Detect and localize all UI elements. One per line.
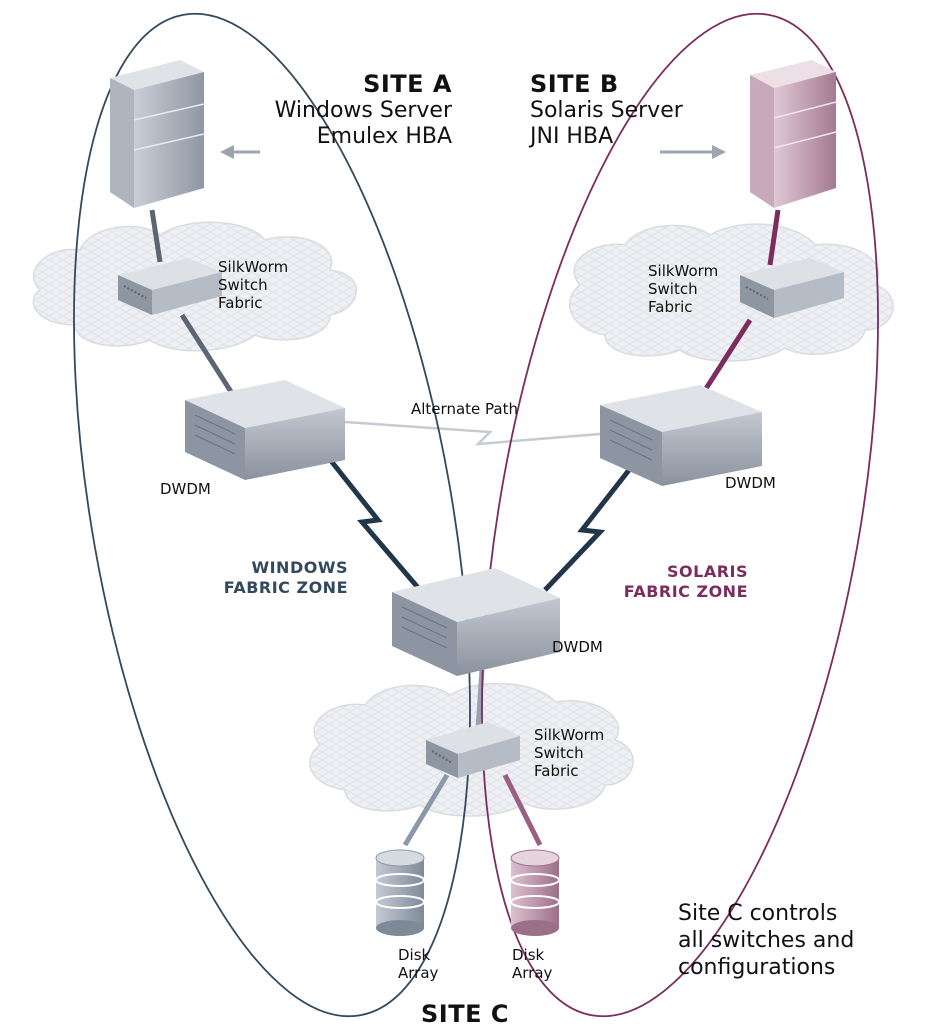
switch-fabric-a-label: SilkWorm Switch Fabric (218, 258, 288, 312)
switch-fabric-c-line1: SilkWorm (534, 726, 605, 744)
windows-fabric-zone-label: WINDOWS FABRIC ZONE (180, 558, 348, 598)
switch-fabric-a-line3: Fabric (218, 294, 263, 312)
switch-fabric-b-label: SilkWorm Switch Fabric (648, 262, 718, 316)
disk-array-icon (375, 849, 425, 936)
switch-fabric-a-line1: SilkWorm (218, 258, 289, 276)
site-c-note-line3: configurations (678, 955, 836, 980)
switch-fabric-b-line1: SilkWorm (648, 262, 719, 280)
windows-zone-boundary (73, 12, 471, 1018)
site-b-hba: JNI HBA (530, 124, 614, 149)
site-a-label: SITE A Windows Server Emulex HBA (230, 70, 452, 150)
arrow-left-icon (220, 145, 260, 159)
alternate-path-label: Alternate Path (411, 400, 518, 418)
lightning-link-icon (543, 454, 642, 592)
windows-zone-line1: WINDOWS (251, 558, 348, 577)
site-a-heading: SITE A (363, 70, 452, 98)
site-c-heading: SITE C (421, 1000, 509, 1028)
solaris-zone-line2: FABRIC ZONE (623, 582, 748, 601)
solaris-server-icon (750, 60, 837, 208)
switch-icon (118, 258, 222, 315)
switch-fabric-b-line2: Switch (648, 280, 698, 298)
dwdm-c-label: DWDM (552, 638, 603, 656)
solaris-zone-line1: SOLARIS (667, 562, 748, 581)
disk-a-line1: Disk (398, 946, 431, 964)
dwdm-a-label: DWDM (160, 480, 211, 498)
disk-array-b-label: Disk Array (512, 946, 552, 982)
switch-fabric-b-line3: Fabric (648, 298, 693, 316)
switch-fabric-c-line2: Switch (534, 744, 584, 762)
switch-icon (740, 258, 844, 318)
lightning-link-icon (344, 420, 601, 446)
dwdm-b-label: DWDM (725, 474, 776, 492)
dwdm-icon (392, 568, 560, 676)
switch-fabric-c-label: SilkWorm Switch Fabric (534, 726, 604, 780)
disk-b-line1: Disk (512, 946, 545, 964)
switch-fabric-a-line2: Switch (218, 276, 268, 294)
cloud-icon (569, 223, 894, 362)
site-b-heading: SITE B (530, 70, 619, 98)
solaris-zone-boundary (481, 12, 879, 1018)
switch-icon (426, 722, 520, 778)
site-a-hba: Emulex HBA (316, 124, 452, 149)
windows-zone-line2: FABRIC ZONE (223, 578, 348, 597)
site-c-note: Site C controls all switches and configu… (678, 900, 854, 981)
dwdm-icon (600, 385, 762, 486)
arrow-right-icon (660, 145, 726, 159)
lightning-link-icon (318, 445, 422, 592)
site-c-note-line1: Site C controls (678, 901, 838, 926)
site-b-label: SITE B Solaris Server JNI HBA (530, 70, 730, 150)
disk-array-icon (510, 849, 560, 936)
links (149, 209, 781, 847)
solaris-fabric-zone-label: SOLARIS FABRIC ZONE (580, 562, 748, 602)
windows-server-icon (110, 60, 205, 208)
site-c-note-line2: all switches and (678, 928, 855, 953)
disk-array-a-label: Disk Array (398, 946, 438, 982)
disk-a-line2: Array (398, 964, 439, 982)
dwdm-icon (185, 380, 345, 480)
switch-fabric-c-line3: Fabric (534, 762, 579, 780)
disk-b-line2: Array (512, 964, 553, 982)
site-b-server: Solaris Server (530, 98, 683, 123)
site-a-server: Windows Server (274, 98, 452, 123)
